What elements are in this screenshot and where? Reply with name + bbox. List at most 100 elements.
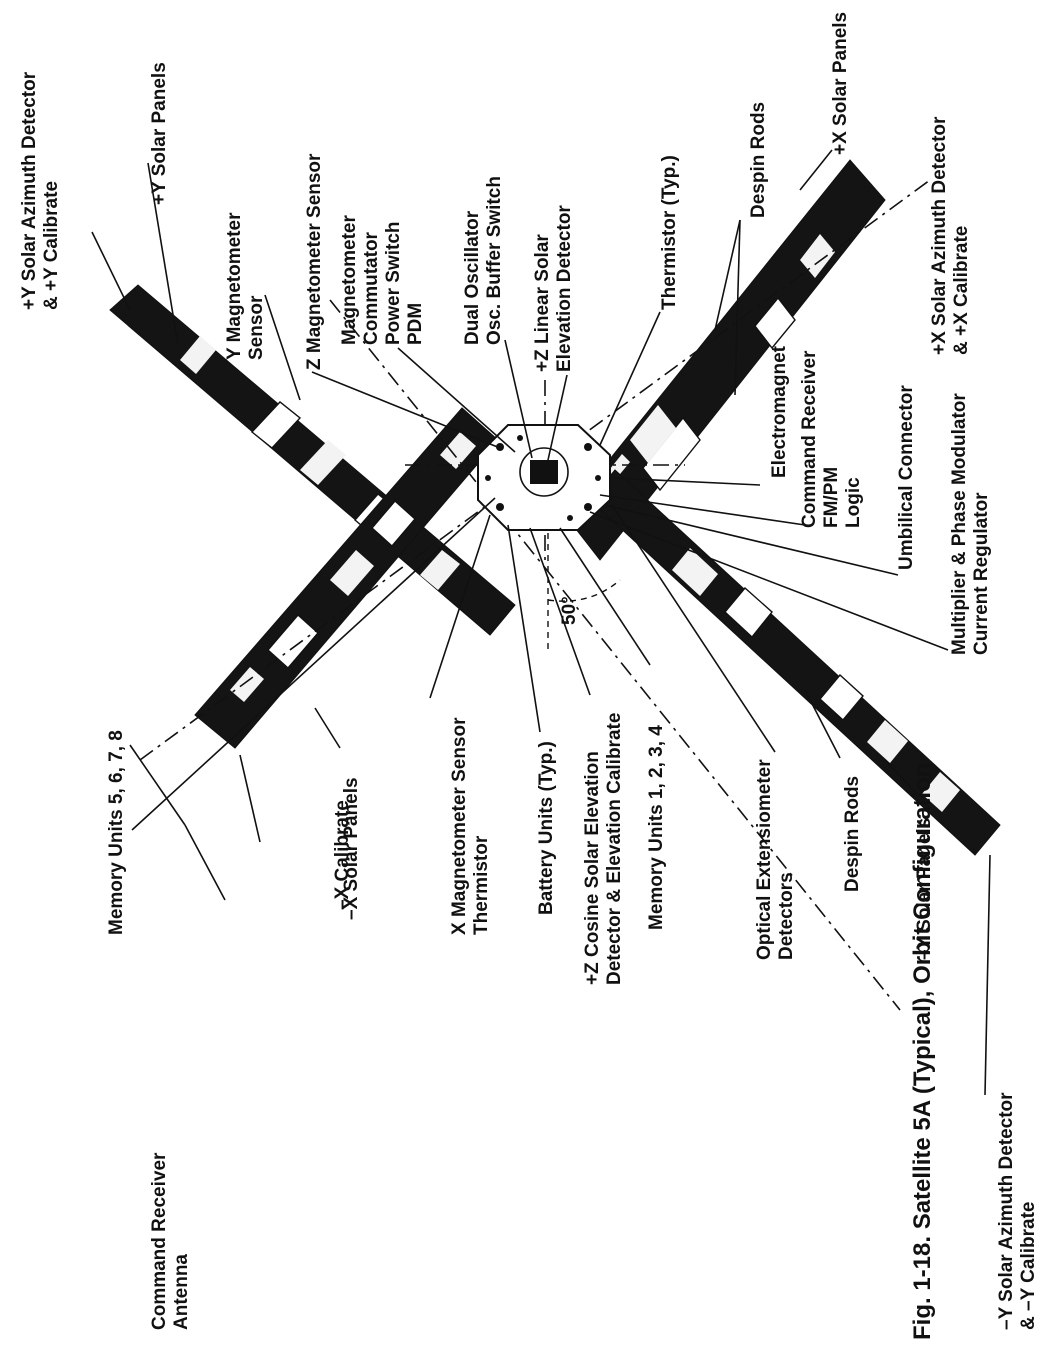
minus-y-solar-azimuth-detector-line-2: & –Y Calibrate [1018,1202,1039,1330]
despin-rods-right-line-1: Despin Rods [748,102,769,218]
label-dual-oscillator: Dual OscillatorOsc. Buffer Switch [462,176,505,345]
plus-x-solar-panel-arm [564,159,886,561]
electromagnet-line-1: Electromagnet [769,345,790,478]
leader-antenna-a [129,744,186,826]
leader-antenna-b [184,824,226,901]
label-plus-x-solar-azimuth-detector: +X Solar Azimuth Detector& +X Calibrate [929,116,972,355]
minus-y-solar-panels-line-1: –Y Solar Panels [914,818,935,960]
leader-minus-y-azimuth [984,854,991,1096]
label-optical-extensiometer: Optical ExtensiometerDetectors [754,759,797,960]
diagonal-axis-b [139,179,931,761]
label-plus-y-solar-panels: +Y Solar Panels [149,62,170,205]
leader-electromagnet [611,477,761,486]
leader-minus-y-panels [884,759,919,796]
label-thermistor: Thermistor (Typ.) [659,155,680,310]
label-command-receiver-antenna: Command ReceiverAntenna [149,1152,192,1330]
figure-caption: Fig. 1-18. Satellite 5A (Typical), Orbit… [909,763,936,1340]
memory-units-1-4-line-1: Memory Units 1, 2, 3, 4 [646,725,667,930]
plus-z-cosine-solar-line-2: Detector & Elevation Calibrate [604,713,625,985]
leader-linear-solar [547,374,568,461]
umbilical-connector-line-1: Umbilical Connector [896,385,917,570]
plus-x-solar-panels-line-1: +X Solar Panels [830,12,851,155]
magnetometer-commutator-line-2: Commutator [361,231,382,345]
label-electromagnet: Electromagnet [769,345,790,478]
minus-x-solar-panels-line-1: –X Solar Panels [341,777,362,920]
command-receiver-antenna-line-2: Antenna [171,1254,192,1330]
leader-plus-x-panels [799,149,833,191]
optical-extensiometer-line-2: Detectors [776,872,797,960]
z-magnetometer-sensor-line-1: Z Magnetometer Sensor [304,153,325,370]
dual-oscillator-line-2: Osc. Buffer Switch [484,176,505,345]
label-z-magnetometer-sensor: Z Magnetometer Sensor [304,153,325,370]
x-magnetometer-sensor-line-2: Thermistor [471,835,492,935]
plus-y-solar-azimuth-detector-line-1: +Y Solar Azimuth Detector [19,71,40,310]
optical-extensiometer-line-1: Optical Extensiometer [754,759,775,960]
label-plus-y-solar-azimuth-detector: +Y Solar Azimuth Detector& +Y Calibrate [19,71,62,310]
leader-optical [611,504,776,753]
label-memory-units-1-4: Memory Units 1, 2, 3, 4 [646,725,667,930]
label-minus-x-calibrate: –X Calibrate [332,800,353,910]
label-multiplier-phase-modulator: Multiplier & Phase ModulatorCurrent Regu… [949,393,992,655]
leader-dual-oscillator [504,339,533,459]
label-plus-z-cosine-solar: +Z Cosine Solar ElevationDetector & Elev… [582,713,625,985]
leader-y-magnetometer [264,294,301,401]
label-x-magnetometer-sensor: X Magnetometer SensorThermistor [449,717,492,935]
leader-umbilical [604,504,899,576]
plus-y-solar-panels-line-1: +Y Solar Panels [149,62,170,205]
label-minus-y-solar-panels: –Y Solar Panels [914,818,935,960]
leader-minus-x-calibrate [239,754,261,843]
component-labels: +Y Solar Azimuth Detector& +Y Calibrate … [19,12,1039,1330]
command-receiver-line-3: Logic [843,477,864,528]
label-plus-x-solar-panels: +X Solar Panels [830,12,851,155]
thermistor-line-1: Thermistor (Typ.) [659,155,680,310]
minus-y-solar-panel-arm [589,469,1001,856]
label-despin-rods-left: Despin Rods [842,776,863,892]
label-minus-x-solar-panels: –X Solar Panels [341,777,362,920]
diagonal-axis-a [329,299,901,1011]
leader-cosine-solar [529,527,591,696]
label-magnetometer-commutator: MagnetometerCommutatorPower SwitchPDM [339,215,426,345]
leader-despin-right-a [714,219,741,331]
leader-minus-x-panels [314,707,341,749]
leader-plus-y-azimuth [91,231,131,311]
angle-label: 50° [559,596,580,625]
leader-plus-y-panels [147,162,179,346]
leader-commutator [397,347,516,453]
leader-despin-left [804,689,841,759]
plus-z-linear-solar-line-1: +Z Linear Solar [532,234,553,372]
magnetometer-commutator-line-4: PDM [405,303,426,345]
leader-battery [507,524,541,733]
magnetometer-commutator-line-3: Power Switch [383,221,404,345]
leader-memory-5-8 [131,497,496,831]
despin-rods-left-line-1: Despin Rods [842,776,863,892]
command-receiver-line-1: Command Receiver [799,350,820,528]
dual-oscillator-line-1: Dual Oscillator [462,210,483,345]
magnetometer-commutator-line-1: Magnetometer [339,215,360,345]
minus-y-solar-azimuth-detector-line-1: –Y Solar Azimuth Detector [996,1092,1017,1330]
hub-core-module [530,460,558,484]
minus-x-calibrate-line-1: –X Calibrate [332,800,353,910]
leader-x-magnetometer [429,514,491,699]
label-command-receiver: Command ReceiverFM/PMLogic [799,350,864,528]
multiplier-phase-modulator-line-1: Multiplier & Phase Modulator [949,393,970,655]
plus-x-solar-azimuth-detector-line-1: +X Solar Azimuth Detector [929,116,950,355]
y-magnetometer-sensor-line-1: Y Magnetometer [224,212,245,360]
leader-despin-right-b [734,219,741,396]
leader-memory-1-4 [559,527,651,666]
label-battery-units: Battery Units (Typ.) [536,741,557,915]
battery-units-line-1: Battery Units (Typ.) [536,741,557,915]
command-receiver-antenna-line-1: Command Receiver [149,1152,170,1330]
label-minus-y-solar-azimuth-detector: –Y Solar Azimuth Detector& –Y Calibrate [996,1092,1039,1330]
leader-multiplier [589,511,949,651]
command-receiver-line-2: FM/PM [821,467,842,528]
leader-z-magnetometer [311,371,501,449]
plus-z-linear-solar-line-2: Elevation Detector [554,205,575,372]
minus-x-solar-panel-arm [194,407,499,749]
label-memory-units-5-8: Memory Units 5, 6, 7, 8 [106,730,127,935]
x-magnetometer-sensor-line-1: X Magnetometer Sensor [449,717,470,935]
angle-arc [547,579,621,602]
plus-y-solar-azimuth-detector-line-2: & +Y Calibrate [41,181,62,310]
plus-z-cosine-solar-line-1: +Z Cosine Solar Elevation [582,751,603,985]
